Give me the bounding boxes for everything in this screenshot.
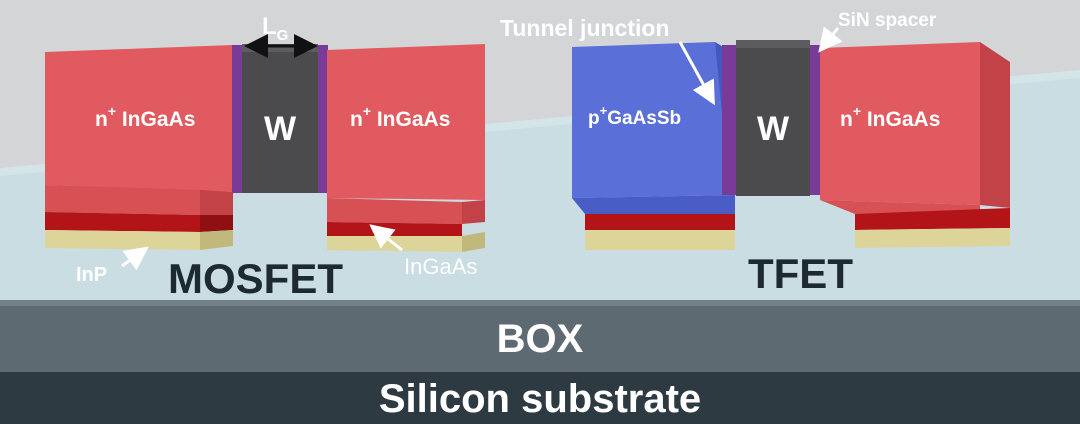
sin-spacer-arrow bbox=[818, 26, 843, 53]
mosfet-drain-label: n+ InGaAs bbox=[350, 103, 450, 131]
tunnel-junction-label: Tunnel junction bbox=[500, 15, 670, 41]
tfet-gate-stack bbox=[722, 40, 822, 196]
box-layer bbox=[0, 300, 1080, 372]
tunnel-junction-arrow bbox=[678, 41, 715, 106]
mosfet-spacer-right bbox=[318, 45, 328, 193]
tfet-drain-block bbox=[820, 42, 1010, 248]
inp-arrow bbox=[121, 246, 149, 271]
mosfet-source-block bbox=[45, 45, 233, 250]
tfet-gate-label: W bbox=[757, 110, 790, 148]
tfet-spacer-left bbox=[722, 45, 736, 195]
tfet-source-label: p+GaAsSb bbox=[588, 103, 681, 129]
mosfet-source-label: n+ InGaAs bbox=[95, 103, 195, 131]
silicon-substrate-layer bbox=[0, 372, 1080, 424]
tfet-drain-label: n+ InGaAs bbox=[840, 103, 940, 131]
tfet-spacer-right bbox=[810, 45, 822, 195]
tfet-source-block bbox=[572, 42, 735, 250]
substrate-label: Silicon substrate bbox=[379, 377, 701, 421]
tfet-title: TFET bbox=[748, 250, 853, 297]
ingaas-label: InGaAs bbox=[404, 254, 477, 279]
gate-length-label: LG bbox=[262, 13, 288, 44]
sin-spacer-label: SiN spacer bbox=[838, 10, 937, 31]
mosfet-gate-metal bbox=[242, 48, 318, 193]
mosfet-spacer-left bbox=[232, 45, 242, 193]
mosfet-gate-label: W bbox=[264, 110, 297, 148]
mosfet-drain-block bbox=[327, 44, 485, 252]
ingaas-arrow bbox=[369, 224, 403, 252]
mosfet-title: MOSFET bbox=[168, 255, 343, 302]
box-layer-highlight bbox=[0, 300, 1080, 306]
tfet-gate-metal bbox=[736, 44, 810, 196]
box-label: BOX bbox=[497, 317, 584, 361]
inp-label: InP bbox=[76, 264, 107, 286]
